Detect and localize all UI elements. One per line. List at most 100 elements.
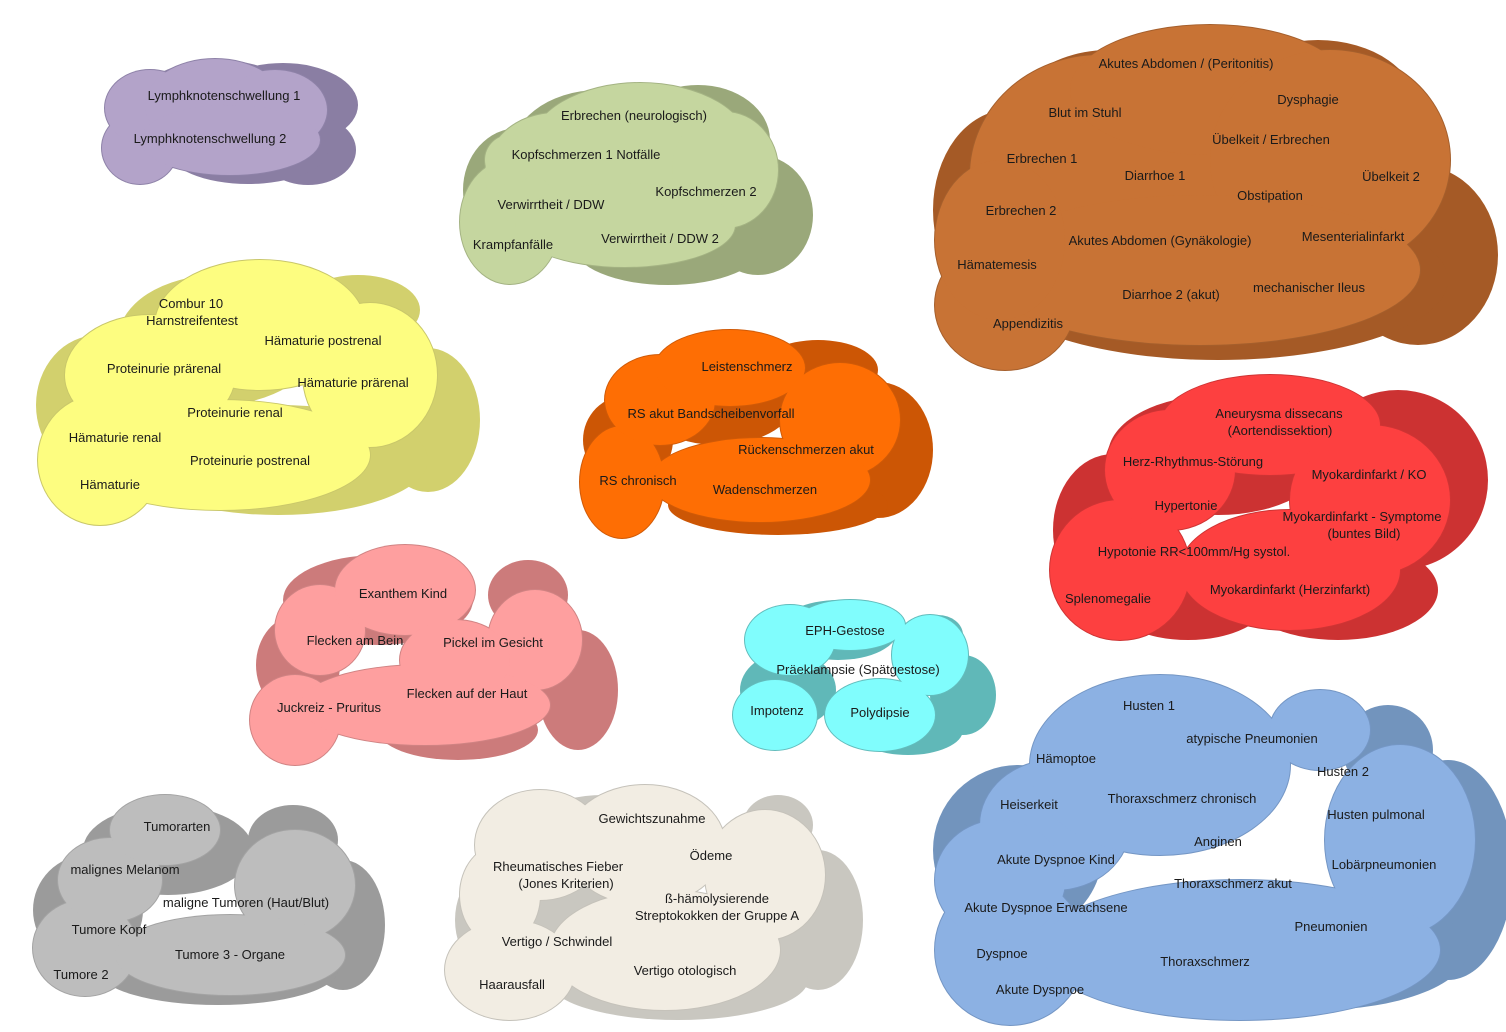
topic-label[interactable]: Leistenschmerz (701, 359, 792, 374)
topic-label[interactable]: Proteinurie prärenal (107, 361, 221, 376)
topic-label[interactable]: Myokardinfarkt - Symptome (1283, 509, 1442, 524)
topic-label[interactable]: Akute Dyspnoe Erwachsene (964, 900, 1127, 915)
topic-label[interactable]: Flecken auf der Haut (407, 686, 528, 701)
topic-label[interactable]: mechanischer Ileus (1253, 280, 1365, 295)
topic-label[interactable]: Übelkeit / Erbrechen (1212, 132, 1330, 147)
topic-label[interactable]: Lobärpneumonien (1332, 857, 1437, 872)
cloud-bubble (140, 105, 320, 175)
topic-label[interactable]: Juckreiz - Pruritus (277, 700, 382, 715)
topic-label[interactable]: (Aortendissektion) (1228, 423, 1333, 438)
topic-label[interactable]: Thoraxschmerz chronisch (1108, 791, 1257, 806)
topic-label[interactable]: EPH-Gestose (805, 623, 884, 638)
cloud-herz: Aneurysma dissecans (Aortendissektion) Her… (1049, 374, 1488, 641)
topic-label[interactable]: Mesenterialinfarkt (1302, 229, 1405, 244)
topic-label[interactable]: Hypertonie (1155, 498, 1218, 513)
cloud-urin-body (38, 260, 437, 525)
topic-label[interactable]: Blut im Stuhl (1049, 105, 1122, 120)
topic-label[interactable]: Hämoptoe (1036, 751, 1096, 766)
topic-label[interactable]: Hämaturie (80, 477, 140, 492)
topic-label[interactable]: RS akut Bandscheibenvorfall (628, 406, 795, 421)
topic-label[interactable]: Myokardinfarkt / KO (1312, 467, 1427, 482)
topic-label[interactable]: Husten 2 (1317, 764, 1369, 779)
topic-label[interactable]: Kopfschmerzen 2 (655, 184, 756, 199)
cloud-bubble (650, 438, 870, 522)
topic-label[interactable]: Myokardinfarkt (Herzinfarkt) (1210, 582, 1370, 597)
topic-label[interactable]: ß-hämolysierende (665, 891, 769, 906)
topic-label[interactable]: Dyspnoe (976, 946, 1027, 961)
topic-label[interactable]: Aneurysma dissecans (1215, 406, 1343, 421)
topic-label[interactable]: Polydipsie (850, 705, 909, 720)
topic-label[interactable]: Streptokokken der Gruppe A (635, 908, 799, 923)
topic-label[interactable]: (Jones Kriterien) (518, 876, 613, 891)
topic-label[interactable]: Thoraxschmerz akut (1174, 876, 1292, 891)
topic-label[interactable]: malignes Melanom (70, 862, 179, 877)
topic-label[interactable]: Verwirrtheit / DDW (498, 197, 606, 212)
topic-label[interactable]: Hämaturie prärenal (297, 375, 408, 390)
topic-label[interactable]: Wadenschmerzen (713, 482, 817, 497)
topic-label[interactable]: Erbrechen (neurologisch) (561, 108, 707, 123)
topic-label[interactable]: Hämaturie postrenal (264, 333, 381, 348)
topic-label[interactable]: Rheumatisches Fieber (493, 859, 624, 874)
topic-label[interactable]: atypische Pneumonien (1186, 731, 1318, 746)
topic-label[interactable]: Appendizitis (993, 316, 1064, 331)
topic-label[interactable]: Rückenschmerzen akut (738, 442, 874, 457)
topic-label[interactable]: Anginen (1194, 834, 1242, 849)
topic-label[interactable]: Vertigo / Schwindel (502, 934, 613, 949)
topic-label[interactable]: Akute Dyspnoe (996, 982, 1084, 997)
topic-label[interactable]: Dysphagie (1277, 92, 1338, 107)
topic-label[interactable]: Husten pulmonal (1327, 807, 1425, 822)
topic-label[interactable]: Vertigo otologisch (634, 963, 737, 978)
topic-label[interactable]: Akutes Abdomen / (Peritonitis) (1099, 56, 1274, 71)
topic-label[interactable]: Hämaturie renal (69, 430, 162, 445)
topic-label[interactable]: Tumore Kopf (72, 922, 147, 937)
topic-label[interactable]: Tumore 2 (53, 967, 108, 982)
topic-label[interactable]: Thoraxschmerz (1160, 954, 1250, 969)
topic-label[interactable]: Obstipation (1237, 188, 1303, 203)
topic-label[interactable]: Harnstreifentest (146, 313, 238, 328)
topic-label[interactable]: Erbrechen 1 (1007, 151, 1078, 166)
topic-label[interactable]: Kopfschmerzen 1 Notfälle (512, 147, 661, 162)
cloud-bubble (485, 135, 535, 185)
cloud-lymph-body (102, 59, 327, 184)
topic-label[interactable]: Akutes Abdomen (Gynäkologie) (1069, 233, 1252, 248)
topic-label[interactable]: Proteinurie postrenal (190, 453, 310, 468)
topic-label[interactable]: Pickel im Gesicht (443, 635, 543, 650)
topic-label[interactable]: Übelkeit 2 (1362, 169, 1420, 184)
topic-label[interactable]: Tumorarten (144, 819, 211, 834)
topic-label[interactable]: (buntes Bild) (1328, 526, 1401, 541)
topic-label[interactable]: Impotenz (750, 703, 803, 718)
topic-label[interactable]: Diarrhoe 1 (1125, 168, 1186, 183)
topic-label[interactable]: maligne Tumoren (Haut/Blut) (163, 895, 329, 910)
topic-label[interactable]: Husten 1 (1123, 698, 1175, 713)
topic-label[interactable]: Gewichtszunahme (599, 811, 706, 826)
cloud-abdomen: Akutes Abdomen / (Peritonitis) DysphagieB… (933, 24, 1498, 371)
cloud-bubble (980, 195, 1420, 345)
topic-label[interactable]: Splenomegalie (1065, 591, 1151, 606)
topic-label[interactable]: RS chronisch (599, 473, 676, 488)
topic-label[interactable]: Herz-Rhythmus-Störung (1123, 454, 1263, 469)
cloud-bubble (733, 680, 817, 750)
topic-label[interactable]: Exanthem Kind (359, 586, 447, 601)
cloud-bubble (892, 615, 968, 695)
topic-label[interactable]: Lymphknotenschwellung 2 (134, 131, 287, 146)
topic-label[interactable]: Flecken am Bein (307, 633, 404, 648)
topic-label[interactable]: Hypotonie RR<100mm/Hg systol. (1098, 544, 1291, 559)
topic-label[interactable]: Diarrhoe 2 (akut) (1122, 287, 1220, 302)
topic-label[interactable]: Pneumonien (1295, 919, 1368, 934)
topic-label[interactable]: Erbrechen 2 (986, 203, 1057, 218)
topic-label[interactable]: Präeklampsie (Spätgestose) (776, 662, 939, 677)
topic-label[interactable]: Combur 10 (159, 296, 223, 311)
topic-label[interactable]: Verwirrtheit / DDW 2 (601, 231, 719, 246)
topic-label[interactable]: Hämatemesis (957, 257, 1037, 272)
topic-label[interactable]: Heiserkeit (1000, 797, 1058, 812)
topic-label[interactable]: Krampfanfälle (473, 237, 553, 252)
cloud-herz-body (1050, 375, 1450, 640)
topic-label[interactable]: Proteinurie renal (187, 405, 282, 420)
topic-label[interactable]: Akute Dyspnoe Kind (997, 852, 1115, 867)
topic-label[interactable]: Ödeme (690, 848, 733, 863)
topic-label[interactable]: Lymphknotenschwellung 1 (148, 88, 301, 103)
cloud-bubble (935, 820, 1065, 940)
topic-label[interactable]: Haarausfall (479, 977, 545, 992)
topic-label[interactable]: Tumore 3 - Organe (175, 947, 285, 962)
